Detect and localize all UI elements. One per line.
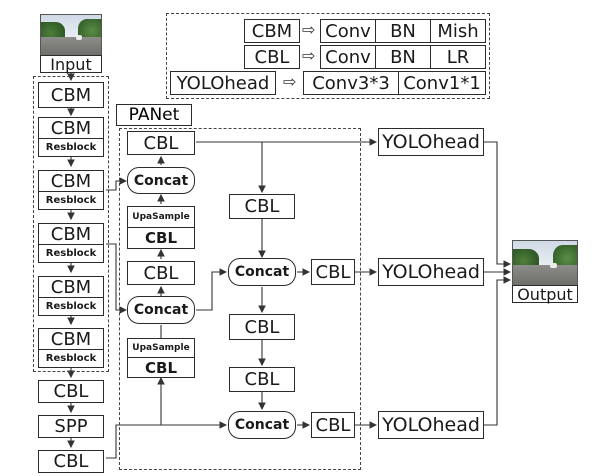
backbone-panel xyxy=(33,76,109,372)
concat-middle: Concat xyxy=(127,296,195,324)
input-image xyxy=(40,14,102,56)
panet-cbl-center-3: CBL xyxy=(229,367,295,392)
cbl-bottom-head: CBL xyxy=(311,412,355,438)
legend-conv: Conv xyxy=(320,45,376,69)
hollow-arrow-icon: ⇨ xyxy=(302,46,316,65)
resblock-4-label: Resblock xyxy=(38,297,104,316)
resblock-2-cbm: CBM xyxy=(38,170,104,192)
hollow-arrow-icon: ⇨ xyxy=(283,72,297,91)
upsample-upper: UpaSample xyxy=(127,206,195,228)
resblock-2-label: Resblock xyxy=(38,191,104,210)
concat-upper: Concat xyxy=(127,167,195,194)
backbone-cbl-2: CBL xyxy=(38,450,104,473)
yolohead-bottom: YOLOhead xyxy=(378,411,484,439)
legend-lr: LR xyxy=(430,45,486,69)
legend-yolohead: YOLOhead xyxy=(170,71,276,95)
upsample-upper-cbl: CBL xyxy=(127,227,195,249)
legend-conv1x1: Conv1*1 xyxy=(398,71,486,95)
resblock-3-cbm: CBM xyxy=(38,223,104,245)
yolohead-top: YOLOhead xyxy=(378,128,484,156)
backbone-cbm: CBM xyxy=(38,82,104,108)
backbone-cbl-1: CBL xyxy=(38,380,104,403)
yolohead-middle: YOLOhead xyxy=(378,258,484,286)
panet-cbl-center-2: CBL xyxy=(229,314,295,340)
concat-bottom: Concat xyxy=(228,411,296,439)
concat-center: Concat xyxy=(228,258,296,286)
legend-cbm: CBM xyxy=(244,19,300,43)
upsample-lower-cbl: CBL xyxy=(127,357,195,378)
legend-bn: BN xyxy=(375,45,431,69)
resblock-1-cbm: CBM xyxy=(38,117,104,139)
legend-bn: BN xyxy=(375,19,431,43)
resblock-1-label: Resblock xyxy=(38,138,104,157)
legend-mish: Mish xyxy=(430,19,486,43)
resblock-5-label: Resblock xyxy=(38,349,104,368)
hollow-arrow-icon: ⇨ xyxy=(302,20,316,39)
input-label: Input xyxy=(40,55,102,74)
panet-panel xyxy=(119,128,361,470)
legend-cbl: CBL xyxy=(244,45,300,69)
spp-block: SPP xyxy=(38,415,104,438)
legend-conv3x3: Conv3*3 xyxy=(303,71,399,95)
output-label: Output xyxy=(512,285,578,304)
legend-conv: Conv xyxy=(320,19,376,43)
output-image xyxy=(512,240,578,286)
panet-cbl-center-1: CBL xyxy=(229,194,295,219)
cbl-middle-head: CBL xyxy=(311,259,355,285)
upsample-lower: UpaSample xyxy=(127,338,195,358)
panet-title: PANet xyxy=(116,104,192,126)
resblock-3-label: Resblock xyxy=(38,244,104,263)
resblock-5-cbm: CBM xyxy=(38,328,104,350)
panet-cbl-top: CBL xyxy=(127,131,195,155)
panet-cbl-mid: CBL xyxy=(127,261,195,285)
resblock-4-cbm: CBM xyxy=(38,276,104,298)
legend-panel xyxy=(166,13,490,99)
